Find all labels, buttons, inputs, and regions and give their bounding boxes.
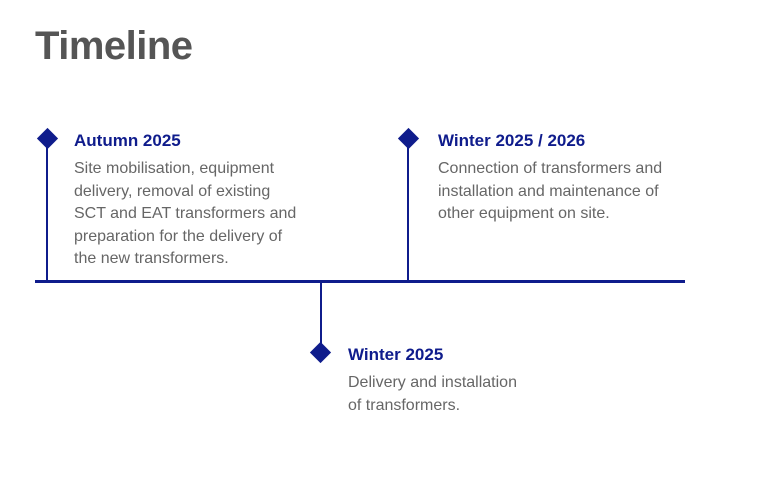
event-stem <box>46 139 48 281</box>
event-stem <box>407 139 409 281</box>
event-title: Winter 2025 <box>348 345 444 364</box>
event-diamond-icon <box>309 341 332 364</box>
page-title: Timeline <box>35 24 193 68</box>
event-title: Winter 2025 / 2026 <box>438 131 586 150</box>
timeline-axis <box>35 280 685 283</box>
event-stem <box>320 282 322 353</box>
event-diamond-icon <box>36 127 59 150</box>
event-description: Site mobilisation, equipment delivery, r… <box>74 160 297 267</box>
event-title: Autumn 2025 <box>74 131 181 150</box>
event-diamond-icon <box>397 127 420 150</box>
event-description: Delivery and installation of transformer… <box>348 374 517 414</box>
event-description: Connection of transformers and installat… <box>438 160 663 222</box>
